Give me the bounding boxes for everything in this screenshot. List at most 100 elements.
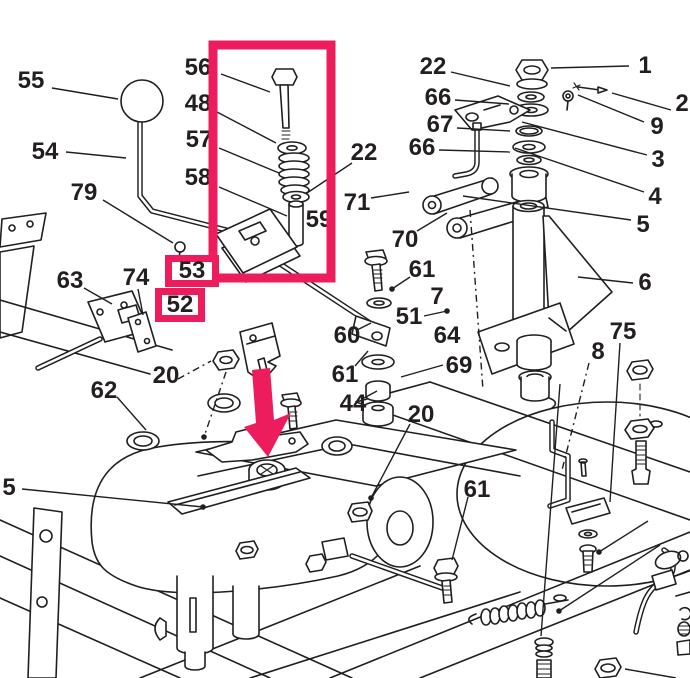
leader-dot [444, 308, 450, 314]
highlight-label-52: 52 [155, 288, 205, 322]
extension-spring [468, 599, 569, 626]
leader-line [51, 87, 119, 100]
woodruff-key [154, 617, 167, 641]
leader-line [102, 199, 174, 244]
washer-61 [366, 297, 392, 309]
leader-line [462, 195, 632, 221]
leader-dot [556, 608, 562, 614]
leader-line [540, 383, 561, 637]
leader-dot [596, 549, 602, 555]
flange-nut-20 [347, 501, 373, 523]
plate-74 [127, 311, 157, 353]
bottom-hardware [468, 547, 690, 678]
boss-62 [126, 431, 160, 451]
leader-line [558, 544, 661, 612]
flange-bolt-61 [433, 557, 459, 604]
leader-line [416, 212, 448, 232]
highlight-hardware-stack [215, 68, 310, 283]
leader-line [450, 71, 511, 87]
leader-line [451, 496, 469, 561]
leader-line [21, 488, 204, 508]
leader-line [550, 65, 630, 69]
leader-line [370, 423, 411, 499]
leader-line [65, 151, 127, 159]
leader-line [400, 364, 444, 378]
leader-line [220, 73, 271, 93]
leader-line [203, 371, 227, 438]
carriage-bolt [631, 440, 651, 485]
leader-line [438, 149, 511, 153]
spring-57 [278, 152, 310, 196]
flange-bolt-mid [364, 249, 392, 309]
pivot-hardware-column [452, 59, 608, 339]
pin-2 [572, 82, 608, 94]
detail-circle [456, 401, 690, 587]
leader-line [370, 191, 410, 199]
leader-line [561, 362, 590, 471]
highlight-arrow [244, 368, 291, 457]
leader-line [611, 92, 672, 111]
screw [579, 544, 597, 573]
bell-crank-3 [454, 95, 531, 131]
zigzag-bracket [205, 427, 309, 463]
leader-line [423, 310, 448, 317]
column-75 [624, 359, 655, 485]
leader-line [218, 186, 288, 217]
corner-fittings [651, 550, 690, 656]
boss-2 [207, 393, 241, 413]
frame-rails [0, 507, 521, 678]
highlight-box [208, 40, 336, 283]
bracket-6 [477, 215, 613, 409]
leader-dot [200, 504, 206, 510]
grommet-stack [361, 354, 395, 427]
leader-line [116, 396, 147, 431]
leader-line [83, 287, 113, 305]
flange-bolt-52 [280, 392, 302, 430]
frame-strap [27, 507, 63, 678]
left-mount-plate [0, 212, 173, 375]
leader-line [354, 350, 369, 367]
leader-line [521, 121, 648, 156]
washer-9 [562, 90, 574, 111]
leader-line [216, 111, 277, 144]
leader-line [177, 360, 212, 380]
leader-line [391, 276, 411, 290]
detail-circle-parts [547, 419, 611, 573]
leader-line [363, 390, 378, 399]
leader-line [514, 147, 645, 193]
shift-lever [120, 79, 233, 234]
leader-line [218, 147, 280, 174]
leader-line [454, 99, 510, 105]
leader-line [456, 127, 511, 132]
highlight-label-53: 53 [165, 255, 219, 287]
boss-4 [321, 436, 353, 456]
leader-line [469, 209, 484, 391]
leader-line [624, 668, 677, 678]
leader-line [137, 288, 144, 316]
leader-line [598, 520, 649, 553]
bolt-56-shank [279, 84, 290, 129]
locknut-20 [212, 349, 240, 371]
washer-22 [517, 91, 545, 103]
leader-dot [368, 495, 374, 501]
leader-line [356, 322, 372, 331]
flange-nut-bottom [594, 657, 622, 678]
bracket-52 [239, 322, 281, 383]
pulley-assembly [305, 476, 459, 604]
slotted-plate [215, 208, 301, 283]
deck-plate [329, 381, 690, 678]
leader-line [577, 276, 634, 284]
bolt-56-head [271, 68, 298, 86]
housing-bolt [235, 540, 259, 560]
leader-dot [201, 434, 207, 440]
leader-line [609, 342, 621, 503]
threaded-stud [534, 637, 554, 678]
lever-knob [120, 79, 164, 123]
flange-nut [624, 418, 655, 440]
leader-line [577, 94, 645, 123]
locknut-75 [626, 359, 654, 381]
leader-dot [389, 286, 395, 292]
